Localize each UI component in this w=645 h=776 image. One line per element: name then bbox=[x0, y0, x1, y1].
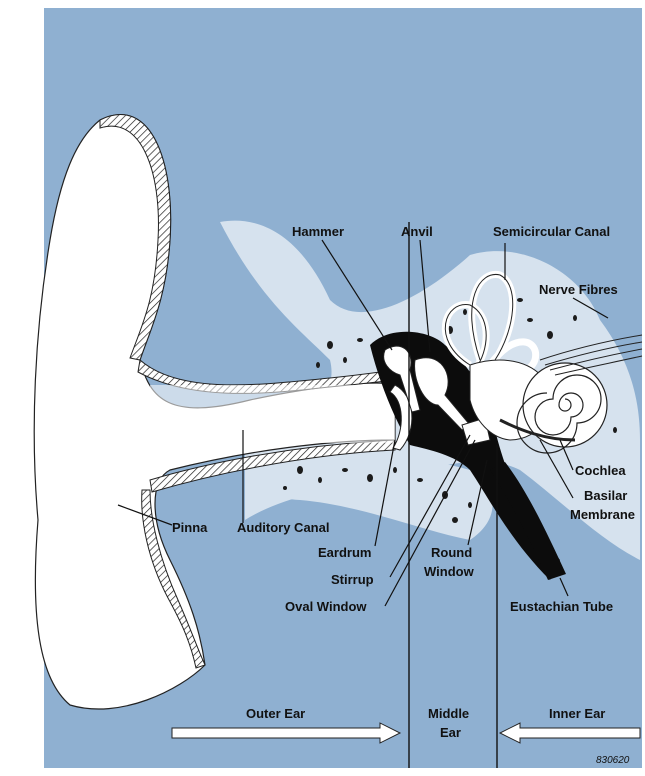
label-hammer: Hammer bbox=[292, 224, 344, 239]
label-eustachian-tube: Eustachian Tube bbox=[510, 599, 613, 614]
label-semicircular-canal: Semicircular Canal bbox=[493, 224, 610, 239]
label-auditory-canal: Auditory Canal bbox=[237, 520, 329, 535]
label-ear: Ear bbox=[440, 725, 461, 740]
figure-code: 830620 bbox=[596, 755, 630, 766]
label-eardrum: Eardrum bbox=[318, 545, 371, 560]
label-pinna: Pinna bbox=[172, 520, 208, 535]
auditory-canal bbox=[150, 385, 395, 443]
label-stirrup: Stirrup bbox=[331, 572, 374, 587]
label-nerve-fibres: Nerve Fibres bbox=[539, 282, 618, 297]
label-inner-ear: Inner Ear bbox=[549, 706, 605, 721]
label-oval-window: Oval Window bbox=[285, 599, 367, 614]
label-round: Round bbox=[431, 545, 472, 560]
label-window: Window bbox=[424, 564, 475, 579]
label-basilar: Basilar bbox=[584, 488, 627, 503]
label-anvil: Anvil bbox=[401, 224, 433, 239]
label-membrane: Membrane bbox=[570, 507, 635, 522]
label-cochlea: Cochlea bbox=[575, 463, 626, 478]
label-middle: Middle bbox=[428, 706, 469, 721]
label-outer-ear: Outer Ear bbox=[246, 706, 305, 721]
